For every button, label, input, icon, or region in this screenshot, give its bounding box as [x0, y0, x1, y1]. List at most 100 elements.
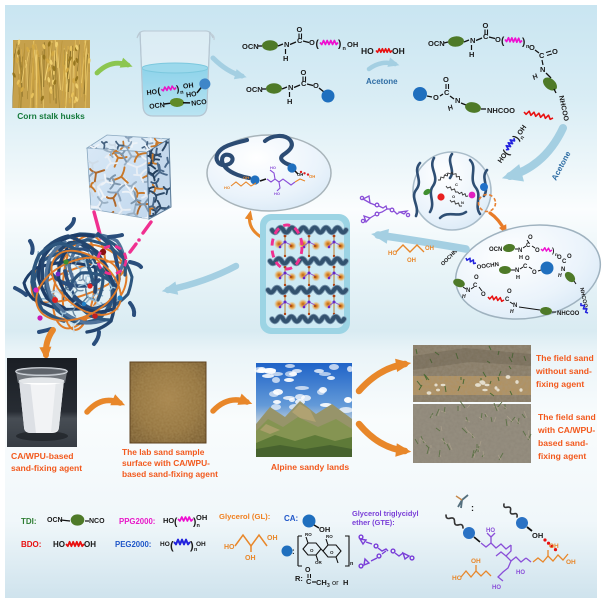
svg-text:H: H: [510, 309, 514, 315]
svg-text:surface with CA/WPU-: surface with CA/WPU-: [122, 458, 210, 468]
svg-text:N: N: [518, 248, 522, 254]
svg-text:based sand-fixing agent: based sand-fixing agent: [122, 469, 218, 479]
svg-text:n: n: [350, 561, 354, 567]
svg-text:): ): [193, 517, 196, 528]
svg-text:O: O: [557, 255, 562, 261]
svg-text:OH: OH: [84, 540, 96, 549]
svg-text:PEG2000:: PEG2000:: [115, 540, 151, 549]
svg-text:O: O: [313, 81, 319, 90]
svg-text:O: O: [445, 172, 448, 177]
svg-text:HO: HO: [492, 585, 501, 591]
svg-text:O: O: [525, 256, 530, 262]
svg-text:Corn stalk husks: Corn stalk husks: [17, 111, 85, 121]
svg-text:OH: OH: [549, 543, 559, 550]
svg-text:Glycerol triglycidyl: Glycerol triglycidyl: [352, 509, 419, 518]
svg-text:): ): [190, 540, 194, 552]
svg-text:without sand-: without sand-: [535, 366, 592, 376]
svg-text:C: C: [444, 88, 450, 97]
svg-text:OH: OH: [517, 124, 529, 137]
svg-text:O: O: [532, 270, 537, 276]
svg-text:C: C: [301, 79, 307, 88]
svg-text:H: H: [343, 578, 348, 587]
svg-text:N: N: [284, 40, 289, 49]
svg-text:OH: OH: [297, 172, 303, 177]
svg-text:HO: HO: [186, 91, 198, 99]
svg-text:RO: RO: [305, 532, 312, 537]
svg-text:H: H: [532, 73, 541, 82]
svg-text:N: N: [540, 65, 545, 74]
svg-text:C: C: [505, 297, 510, 303]
svg-text:sand-fixing agent: sand-fixing agent: [11, 463, 82, 473]
svg-text:OOCHN: OOCHN: [476, 262, 499, 271]
svg-text:The lab sand sample: The lab sand sample: [122, 447, 205, 457]
svg-text:H: H: [283, 54, 288, 63]
svg-text:with CA/WPU-: with CA/WPU-: [537, 425, 595, 435]
svg-text:OH: OH: [245, 555, 256, 562]
svg-text:n: n: [526, 44, 530, 50]
svg-text:n: n: [555, 252, 558, 257]
svg-text:OH: OH: [566, 559, 576, 566]
svg-text:O: O: [535, 248, 540, 254]
svg-text:OH: OH: [196, 513, 207, 522]
svg-text:O: O: [297, 25, 303, 34]
svg-text:NHCOO: NHCOO: [487, 106, 515, 115]
svg-text:HO: HO: [163, 516, 174, 525]
svg-text:fixing agent: fixing agent: [538, 451, 586, 461]
svg-text:or: or: [332, 578, 339, 587]
svg-text:CA/WPU-based: CA/WPU-based: [11, 451, 74, 461]
svg-text:OH: OH: [319, 525, 330, 534]
svg-text:O: O: [481, 292, 486, 298]
svg-text:C: C: [297, 36, 303, 45]
svg-text:C: C: [562, 259, 567, 265]
svg-text:N: N: [470, 36, 475, 45]
svg-text:H: H: [469, 50, 474, 59]
svg-text:Alpine sandy lands: Alpine sandy lands: [271, 462, 350, 472]
svg-text:H: H: [558, 273, 562, 279]
svg-text:OH: OH: [407, 258, 416, 264]
svg-text:OH: OH: [309, 174, 315, 179]
svg-text:N: N: [455, 96, 460, 105]
svg-text:O: O: [305, 567, 311, 574]
svg-text:H: H: [462, 294, 466, 300]
svg-text:O: O: [301, 68, 307, 77]
svg-text:3: 3: [327, 583, 330, 589]
svg-text:BDO:: BDO:: [21, 540, 41, 549]
svg-text:OCN: OCN: [489, 247, 502, 253]
svg-text:n: n: [343, 46, 347, 52]
svg-text:O: O: [443, 75, 449, 84]
svg-text:O: O: [310, 548, 314, 553]
svg-text:PPG2000:: PPG2000:: [119, 517, 155, 526]
svg-text:): ): [522, 37, 525, 48]
svg-text:OR: OR: [315, 560, 323, 565]
svg-text:O: O: [552, 47, 558, 56]
svg-text:NHCOO: NHCOO: [578, 287, 588, 309]
svg-text:): ): [338, 39, 341, 50]
svg-text:The field sand: The field sand: [536, 353, 594, 363]
svg-text:(: (: [157, 86, 161, 96]
svg-text:O: O: [452, 194, 455, 199]
svg-text:HO: HO: [224, 544, 235, 551]
svg-text:OH: OH: [532, 531, 543, 540]
svg-text:(: (: [501, 148, 512, 158]
svg-text:C: C: [523, 264, 528, 270]
svg-text:n: n: [519, 134, 526, 141]
svg-text:HO: HO: [361, 46, 374, 56]
svg-text:OH: OH: [347, 40, 358, 49]
svg-text:ether (GTE):: ether (GTE):: [352, 518, 395, 527]
svg-text:NHCOO: NHCOO: [557, 311, 580, 317]
svg-text:N: N: [561, 267, 565, 273]
svg-text:HO: HO: [452, 575, 462, 582]
svg-text:O: O: [567, 254, 572, 260]
svg-text:): ): [511, 134, 522, 143]
svg-text:OH: OH: [183, 82, 194, 90]
svg-text:C: C: [526, 243, 531, 249]
svg-text:HO: HO: [486, 528, 495, 534]
svg-text:): ): [552, 248, 554, 255]
svg-text:NCO: NCO: [89, 518, 105, 525]
svg-text:O: O: [528, 235, 533, 241]
svg-text:OCN: OCN: [149, 102, 165, 111]
svg-text:(: (: [316, 39, 320, 50]
svg-text:n: n: [194, 547, 198, 553]
svg-text:HO: HO: [388, 251, 397, 257]
svg-text:OH: OH: [425, 246, 434, 252]
